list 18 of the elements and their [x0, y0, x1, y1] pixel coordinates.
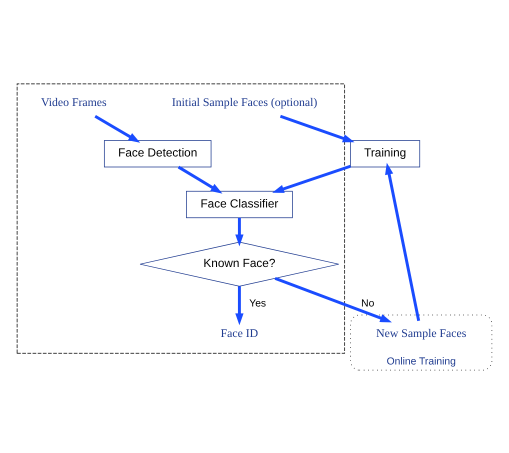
edge-label: Yes	[249, 298, 266, 309]
arrow	[272, 164, 351, 192]
edge-label: No	[361, 298, 374, 309]
node-box: Face Detection	[104, 140, 212, 167]
arrow	[235, 286, 244, 325]
arrow	[94, 114, 140, 142]
node-text: Face ID	[220, 326, 258, 340]
node-box: Training	[350, 140, 420, 167]
arrow	[235, 217, 244, 246]
node-text: New Sample Faces	[376, 326, 466, 340]
node-diamond: Known Face?	[140, 241, 340, 286]
node-box: Face Classifier	[186, 190, 293, 218]
arrow	[280, 114, 355, 142]
arrow	[274, 276, 392, 322]
node-text: Initial Sample Faces (optional)	[172, 95, 318, 108]
arrow	[385, 162, 420, 321]
node-text: Video Frames	[40, 95, 107, 108]
arrow	[178, 165, 222, 194]
